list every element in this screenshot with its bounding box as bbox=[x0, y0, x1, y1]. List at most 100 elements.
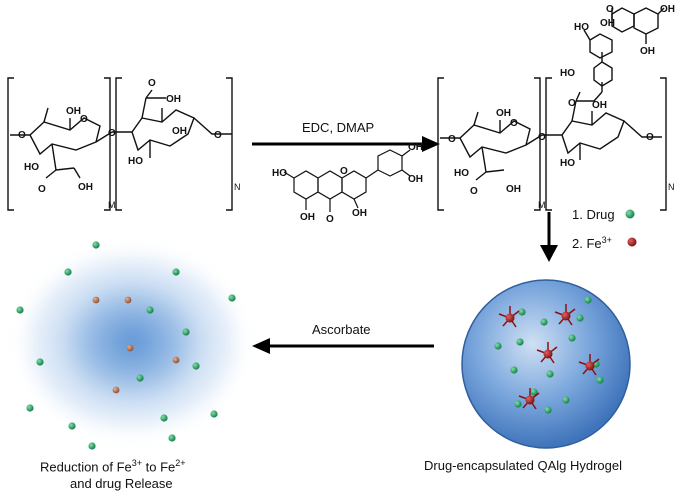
atom-o: O bbox=[606, 4, 614, 15]
reduction-sup-1: 3+ bbox=[131, 458, 143, 468]
quercetin-structure bbox=[283, 149, 411, 212]
qalg-atom-labels: O O OH HO O OH O OH HO O O HO HO OH O OH… bbox=[448, 4, 675, 210]
drug-particle bbox=[494, 342, 502, 350]
drug-particle bbox=[518, 308, 526, 316]
fe2-particle bbox=[172, 356, 180, 364]
atom-oh: OH bbox=[408, 142, 423, 153]
drug-particle bbox=[568, 334, 576, 342]
ascorbate-arrow bbox=[252, 338, 434, 354]
hydrogel-sphere bbox=[461, 279, 631, 449]
subscript-n: N bbox=[234, 182, 241, 192]
fe3-crosslink bbox=[578, 354, 600, 376]
bracket-m-close bbox=[104, 77, 111, 211]
atom-o: O bbox=[38, 184, 46, 195]
reduction-text-b: to Fe bbox=[142, 459, 176, 475]
drug-particle bbox=[514, 400, 522, 408]
drug-particle bbox=[596, 376, 604, 384]
fe2-particle bbox=[126, 344, 134, 352]
drug-particle bbox=[546, 370, 554, 378]
atom-ho: HO bbox=[272, 168, 287, 179]
subscript-m: M bbox=[108, 200, 116, 210]
bracket-n-close bbox=[226, 77, 233, 211]
reaction-arrow bbox=[252, 136, 440, 152]
step2-text: 2. Fe bbox=[572, 236, 602, 251]
hydrogel-caption: Drug-encapsulated QAlg Hydrogel bbox=[424, 458, 622, 473]
released-drug-particle bbox=[16, 306, 24, 314]
atom-ho: HO bbox=[574, 22, 589, 33]
drug-particle bbox=[510, 366, 518, 374]
released-drug-particle bbox=[168, 434, 176, 442]
atom-o: O bbox=[148, 78, 156, 89]
atom-o: O bbox=[80, 114, 88, 125]
fe3-legend-dot bbox=[627, 237, 637, 247]
alginate-polymer bbox=[7, 77, 233, 211]
fe2-particles bbox=[92, 296, 180, 394]
atom-oh: OH bbox=[506, 184, 521, 195]
atom-ho: HO bbox=[560, 158, 575, 169]
atom-o: O bbox=[448, 134, 456, 145]
released-drug-particles bbox=[16, 241, 236, 450]
loading-arrow bbox=[540, 212, 558, 262]
reduction-text-a: Reduction of Fe bbox=[40, 459, 132, 475]
released-drug-particle bbox=[172, 268, 180, 276]
released-drug-particle bbox=[36, 358, 44, 366]
released-drug-particle bbox=[68, 422, 76, 430]
atom-oh: OH bbox=[78, 182, 93, 193]
atom-o: O bbox=[538, 132, 546, 143]
released-drug-particle bbox=[26, 404, 34, 412]
drug-particle bbox=[516, 338, 524, 346]
fe3-crosslink bbox=[536, 342, 558, 364]
reduction-caption-line2: and drug Release bbox=[70, 476, 173, 491]
released-drug-particle bbox=[182, 328, 190, 336]
atom-oh: OH bbox=[300, 212, 315, 223]
atom-oh: OH bbox=[640, 46, 655, 57]
released-drug-particle bbox=[160, 414, 168, 422]
reduction-sup-2: 2+ bbox=[175, 458, 186, 468]
subscript-m: M bbox=[538, 200, 546, 210]
atom-o: O bbox=[108, 128, 116, 139]
step2-label: 2. Fe3+ bbox=[572, 235, 612, 251]
drug-particle bbox=[530, 388, 538, 396]
released-drug-particle bbox=[146, 306, 154, 314]
bracket-left-outer bbox=[7, 77, 14, 211]
hydrogel-drug-particles bbox=[494, 296, 604, 414]
fe2-particle bbox=[92, 296, 100, 304]
fe2-particle bbox=[112, 386, 120, 394]
atom-oh: OH bbox=[166, 94, 181, 105]
quercetin-labels: HO OH O O OH OH OH bbox=[272, 142, 423, 225]
step2-sup: 3+ bbox=[602, 235, 612, 245]
dissolved-cloud bbox=[30, 258, 234, 426]
fe3-crosslink bbox=[518, 388, 540, 410]
atom-o: O bbox=[214, 130, 222, 141]
drug-particle bbox=[540, 318, 548, 326]
atom-o: O bbox=[340, 166, 348, 177]
released-drug-particle bbox=[136, 374, 144, 382]
atom-o: O bbox=[568, 98, 576, 109]
released-drug-particle bbox=[228, 294, 236, 302]
atom-ho: HO bbox=[560, 68, 575, 79]
atom-o: O bbox=[510, 118, 518, 129]
atom-oh: OH bbox=[592, 100, 607, 111]
atom-o: O bbox=[646, 132, 654, 143]
drug-legend-dot bbox=[625, 209, 635, 219]
drug-particle bbox=[544, 406, 552, 414]
atom-o: O bbox=[470, 186, 478, 197]
atom-o: O bbox=[18, 130, 26, 141]
reagents-label: EDC, DMAP bbox=[302, 120, 374, 135]
atom-oh: OH bbox=[496, 108, 511, 119]
atom-ho: HO bbox=[454, 168, 469, 179]
fe3-crosslink bbox=[498, 306, 520, 328]
released-drug-particle bbox=[92, 241, 100, 249]
atom-oh: OH bbox=[66, 106, 81, 117]
atom-oh: OH bbox=[408, 174, 423, 185]
atom-o: O bbox=[326, 214, 334, 225]
released-drug-particle bbox=[192, 362, 200, 370]
atom-oh: OH bbox=[660, 4, 675, 15]
subscript-n: N bbox=[668, 182, 675, 192]
atom-oh: OH bbox=[352, 208, 367, 219]
drug-particle bbox=[584, 296, 592, 304]
released-drug-particle bbox=[210, 410, 218, 418]
atom-ho: HO bbox=[128, 156, 143, 167]
atom-oh: OH bbox=[600, 18, 615, 29]
released-drug-particle bbox=[64, 268, 72, 276]
